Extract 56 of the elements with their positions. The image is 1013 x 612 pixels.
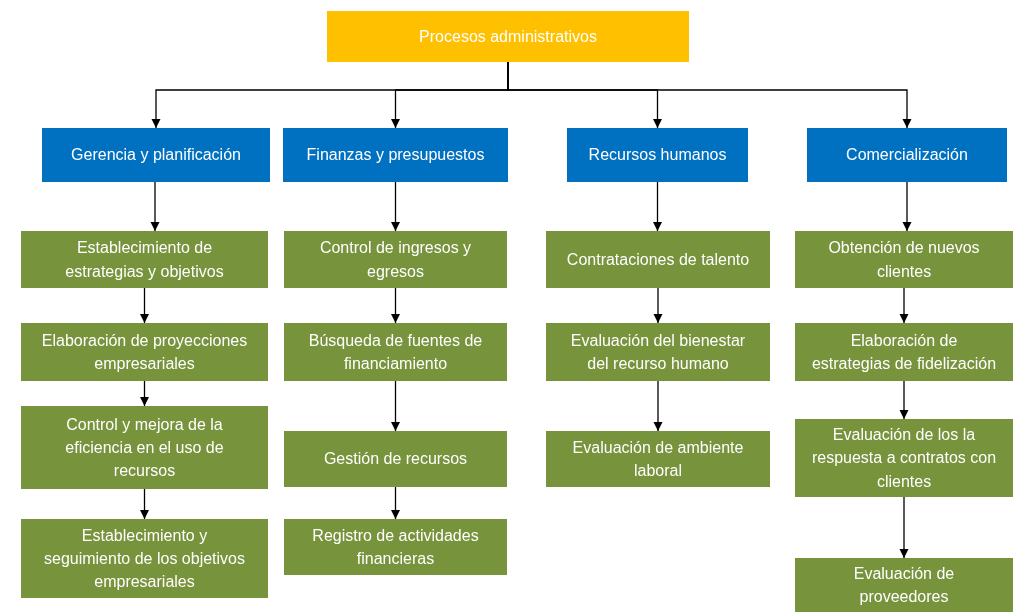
task-box <box>284 231 507 288</box>
node-label: Procesos administrativos <box>419 26 597 47</box>
title-box <box>327 11 689 62</box>
node-label: Registro de actividades financieras <box>311 525 480 569</box>
task-box <box>284 431 507 487</box>
task-box <box>546 323 770 381</box>
category-box <box>42 128 270 182</box>
task-box <box>21 323 268 381</box>
category-box <box>807 128 1007 182</box>
arrow <box>653 380 663 432</box>
node-label: Gerencia y planificación <box>71 145 241 166</box>
node-label: Elaboración de proyecciones empresariales <box>40 330 249 374</box>
arrow <box>139 488 150 520</box>
task-box <box>546 431 770 487</box>
arrow <box>390 181 401 232</box>
arrow <box>507 61 912 129</box>
node-label: Control de ingresos y egresos <box>318 238 473 282</box>
arrow <box>899 496 909 559</box>
arrow <box>139 380 150 407</box>
node-label: Gestión de recursos <box>323 449 468 470</box>
node-label: Control y mejora de la eficiencia en el uso de recursos <box>64 414 225 482</box>
task-box <box>21 231 268 288</box>
task-box <box>795 231 1013 288</box>
arrow <box>139 287 150 324</box>
node-label: Evaluación de los la respuesta a contratos con clientes <box>811 425 997 492</box>
arrow <box>653 287 663 324</box>
task-box <box>546 231 770 288</box>
node-label: Evaluación del bienestar del recurso humano <box>569 330 747 374</box>
node-label: Elaboración de estrategias de fidelización <box>811 330 997 374</box>
node-label: Evaluación de proveedores <box>852 563 956 607</box>
node-label: Establecimiento y seguimiento de los objetivos empresariales <box>43 525 246 593</box>
node-label: Comercialización <box>846 145 968 166</box>
task-box <box>21 406 268 489</box>
node-label: Recursos humanos <box>588 145 727 166</box>
task-box <box>21 519 268 598</box>
arrow <box>652 181 663 232</box>
arrow <box>899 380 909 420</box>
task-box <box>795 558 1013 612</box>
arrow <box>902 181 912 232</box>
node-label: Finanzas y presupuestos <box>306 145 485 166</box>
category-box <box>567 128 748 182</box>
arrow <box>390 287 401 324</box>
arrow <box>899 287 909 324</box>
arrow <box>390 380 401 432</box>
task-box <box>795 419 1013 497</box>
node-label: Búsqueda de fuentes de financiamiento <box>307 330 484 374</box>
arrow <box>390 486 401 520</box>
node-label: Establecimiento de estrategias y objetivos <box>64 238 225 282</box>
task-box <box>284 519 507 575</box>
arrow <box>150 181 160 232</box>
category-box <box>283 128 508 182</box>
node-label: Evaluación de ambiente laboral <box>571 437 745 481</box>
node-label: Contrataciones de talento <box>566 249 750 270</box>
node-label: Obtención de nuevos clientes <box>827 238 981 282</box>
task-box <box>795 323 1013 381</box>
task-box <box>284 323 507 381</box>
